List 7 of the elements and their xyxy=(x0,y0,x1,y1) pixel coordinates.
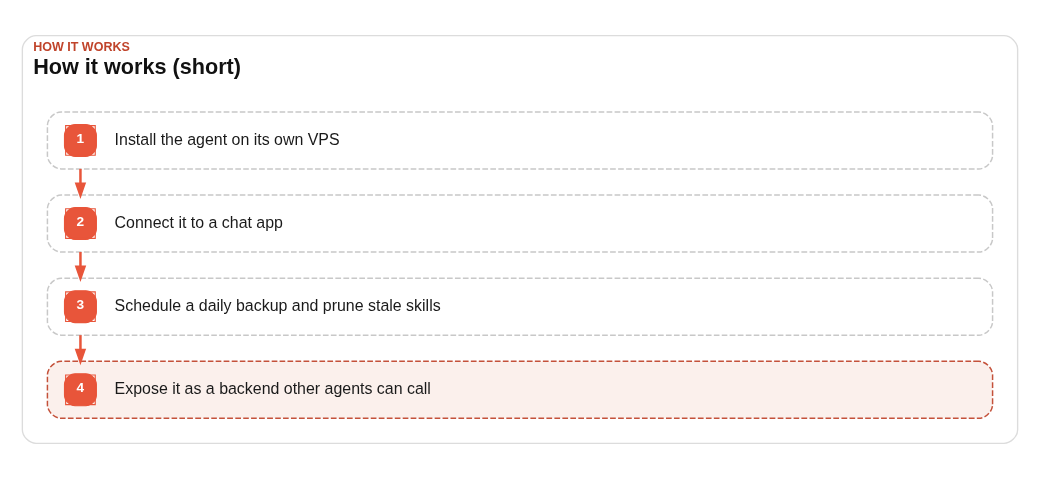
node-box: 1 Install the agent on its own VPS xyxy=(46,110,994,170)
arrow xyxy=(74,168,87,199)
arrow xyxy=(74,251,87,282)
node-box: 3 Schedule a daily backup and prune stale skills xyxy=(46,277,994,336)
node-box: 2 Connect it to a chat app xyxy=(46,193,994,253)
arrow xyxy=(74,334,87,365)
node-box: 4 Expose it as a backend other agents can call xyxy=(46,360,994,419)
